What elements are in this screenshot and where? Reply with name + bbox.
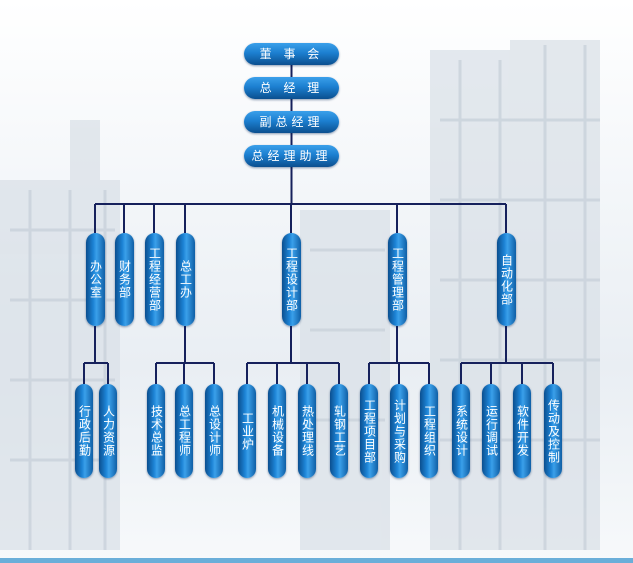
child-node-4-3: 轧钢工艺 — [330, 384, 348, 478]
child-node-3-0: 技术总监 — [147, 384, 165, 478]
child-node-3-1: 总工程师 — [175, 384, 193, 478]
department-node-4: 工程设计部 — [281, 233, 301, 326]
department-node-6: 自动化部 — [496, 233, 516, 326]
child-node-3-2: 总设计师 — [205, 384, 223, 478]
department-node-1: 财务部 — [114, 233, 134, 326]
child-node-0-1: 人力资源 — [99, 384, 117, 478]
child-node-6-0: 系统设计 — [452, 384, 470, 478]
child-node-6-1: 运行调试 — [482, 384, 500, 478]
child-node-4-0: 工业炉 — [238, 384, 256, 478]
child-node-6-2: 软件开发 — [513, 384, 531, 478]
top-node-2: 副总经理 — [244, 111, 339, 133]
department-node-3: 总工办 — [175, 233, 195, 326]
child-node-0-0: 行政后勤 — [75, 384, 93, 478]
top-node-3: 总经理助理 — [244, 145, 339, 167]
department-node-5: 工程管理部 — [387, 233, 407, 326]
child-node-6-3: 传动及控制 — [544, 384, 562, 478]
child-node-5-1: 计划与采购 — [390, 384, 408, 478]
bottom-border — [0, 558, 633, 563]
child-node-4-1: 机械设备 — [268, 384, 286, 478]
department-node-2: 工程经营部 — [144, 233, 164, 326]
child-node-5-2: 工程组织 — [420, 384, 438, 478]
top-node-0: 董 事 会 — [244, 43, 339, 65]
top-node-1: 总 经 理 — [244, 77, 339, 99]
child-node-4-2: 热处理线 — [298, 384, 316, 478]
department-node-0: 办公室 — [85, 233, 105, 326]
child-node-5-0: 工程项目部 — [360, 384, 378, 478]
